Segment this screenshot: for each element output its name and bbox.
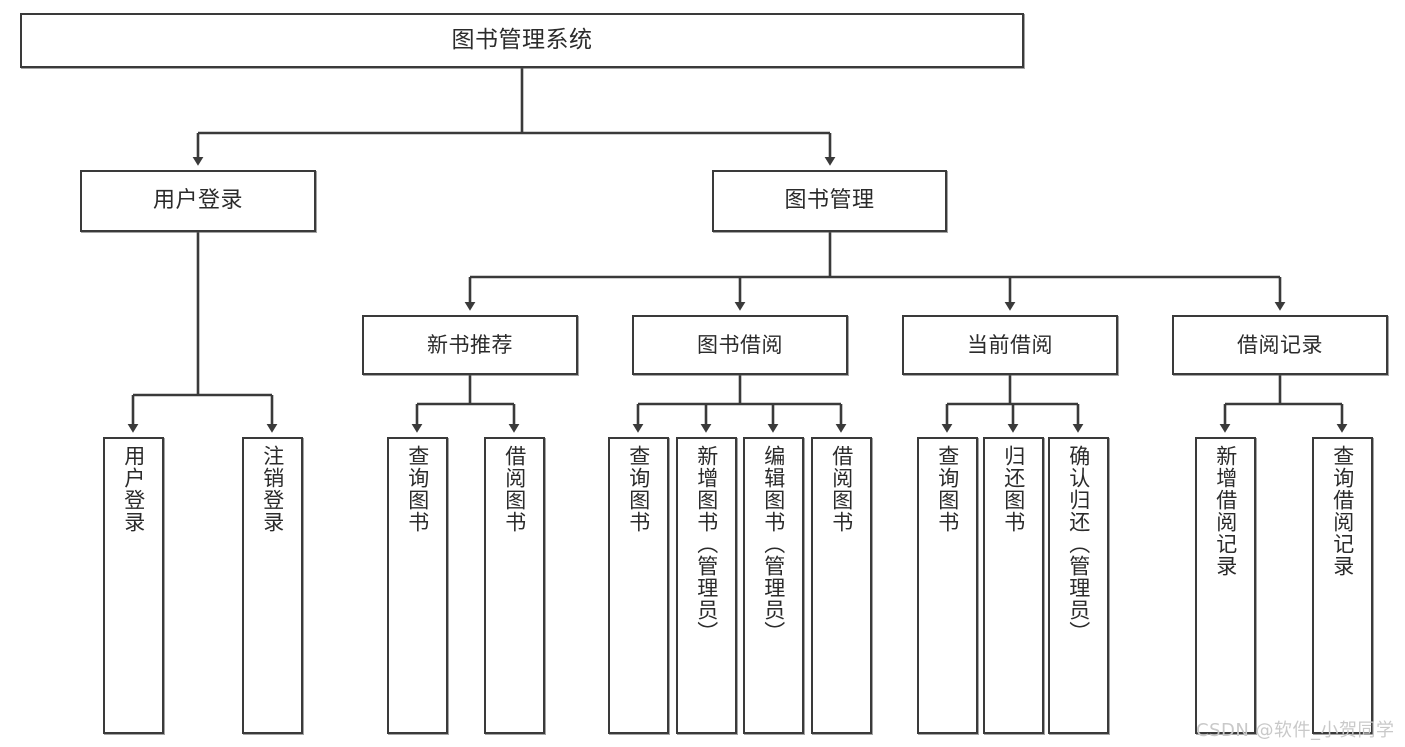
- node-new-book-recommend-label: 新书推荐: [427, 332, 513, 357]
- node-leaf-borrow-book-2-label: 借阅图书: [829, 445, 854, 533]
- csdn-watermark: CSDN @软件_小贺同学: [1196, 720, 1395, 741]
- node-leaf-query-book-3[interactable]: 查询图书: [917, 437, 978, 734]
- node-leaf-edit-book[interactable]: 编辑图书（管理员）: [743, 437, 804, 734]
- node-leaf-logout-label: 注销登录: [260, 445, 285, 533]
- node-borrow-record[interactable]: 借阅记录: [1172, 315, 1388, 375]
- node-leaf-user-login[interactable]: 用户登录: [103, 437, 164, 734]
- node-leaf-add-record-label: 新增借阅记录: [1213, 445, 1238, 577]
- node-leaf-query-book-2-label: 查询图书: [626, 445, 651, 533]
- node-leaf-query-book-1[interactable]: 查询图书: [387, 437, 448, 734]
- node-leaf-confirm-return[interactable]: 确认归还（管理员）: [1048, 437, 1109, 734]
- node-leaf-query-record[interactable]: 查询借阅记录: [1312, 437, 1373, 734]
- node-root-label: 图书管理系统: [451, 27, 593, 54]
- node-current-borrow-label: 当前借阅: [967, 332, 1053, 357]
- node-leaf-add-book[interactable]: 新增图书（管理员）: [676, 437, 737, 734]
- node-book-manage[interactable]: 图书管理: [712, 170, 947, 232]
- node-leaf-return-book[interactable]: 归还图书: [983, 437, 1044, 734]
- node-user-login[interactable]: 用户登录: [80, 170, 316, 232]
- node-leaf-edit-book-label: 编辑图书（管理员）: [761, 445, 786, 643]
- node-borrow-record-label: 借阅记录: [1237, 332, 1323, 357]
- node-leaf-logout[interactable]: 注销登录: [242, 437, 303, 734]
- node-leaf-add-book-label: 新增图书（管理员）: [694, 445, 719, 643]
- node-leaf-borrow-book-1[interactable]: 借阅图书: [484, 437, 545, 734]
- node-leaf-query-record-label: 查询借阅记录: [1330, 445, 1355, 577]
- node-new-book-recommend[interactable]: 新书推荐: [362, 315, 578, 375]
- node-leaf-add-record[interactable]: 新增借阅记录: [1195, 437, 1256, 734]
- node-leaf-borrow-book-2[interactable]: 借阅图书: [811, 437, 872, 734]
- node-book-manage-label: 图书管理: [784, 188, 875, 214]
- node-leaf-confirm-return-label: 确认归还（管理员）: [1066, 445, 1091, 643]
- node-leaf-query-book-3-label: 查询图书: [935, 445, 960, 533]
- node-current-borrow[interactable]: 当前借阅: [902, 315, 1118, 375]
- node-book-borrow[interactable]: 图书借阅: [632, 315, 848, 375]
- node-leaf-user-login-label: 用户登录: [121, 445, 146, 533]
- node-leaf-borrow-book-1-label: 借阅图书: [502, 445, 527, 533]
- node-leaf-query-book-1-label: 查询图书: [405, 445, 430, 533]
- node-root[interactable]: 图书管理系统: [20, 13, 1024, 68]
- node-user-login-label: 用户登录: [152, 188, 243, 214]
- node-book-borrow-label: 图书借阅: [697, 332, 783, 357]
- node-leaf-query-book-2[interactable]: 查询图书: [608, 437, 669, 734]
- node-leaf-return-book-label: 归还图书: [1001, 445, 1026, 533]
